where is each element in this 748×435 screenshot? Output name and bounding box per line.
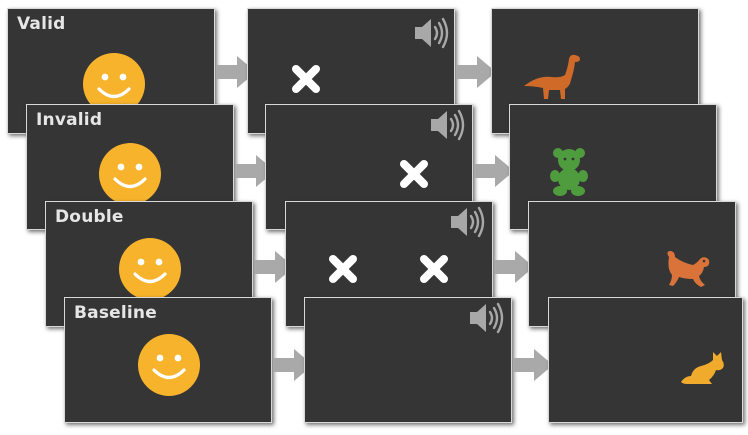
- teddy-bear-icon: [550, 147, 588, 197]
- dog-icon: [663, 249, 711, 289]
- arrow-icon: [474, 155, 514, 187]
- arrow-icon: [513, 349, 553, 381]
- smiley-face-icon: [138, 334, 200, 396]
- condition-label-invalid: Invalid: [36, 110, 102, 130]
- condition-label-baseline: Baseline: [74, 303, 157, 323]
- baseline-cue-panel: [304, 297, 512, 423]
- cross-icon: [328, 254, 358, 284]
- cross-icon: [291, 64, 321, 94]
- smiley-face-icon: [99, 143, 161, 205]
- condition-label-valid: Valid: [17, 14, 66, 34]
- cat-icon: [679, 346, 729, 386]
- speaker-icon: [450, 206, 486, 238]
- cross-icon: [399, 159, 429, 189]
- cross-icon: [419, 254, 449, 284]
- speaker-icon: [414, 17, 450, 49]
- condition-label-double: Double: [55, 207, 124, 227]
- baseline-fixation-panel: Baseline: [64, 297, 272, 423]
- arrow-icon: [456, 56, 496, 88]
- smiley-face-icon: [119, 238, 181, 300]
- speaker-icon: [430, 109, 466, 141]
- dinosaur-icon: [522, 53, 584, 101]
- baseline-target-panel: [548, 297, 743, 423]
- speaker-icon: [469, 302, 505, 334]
